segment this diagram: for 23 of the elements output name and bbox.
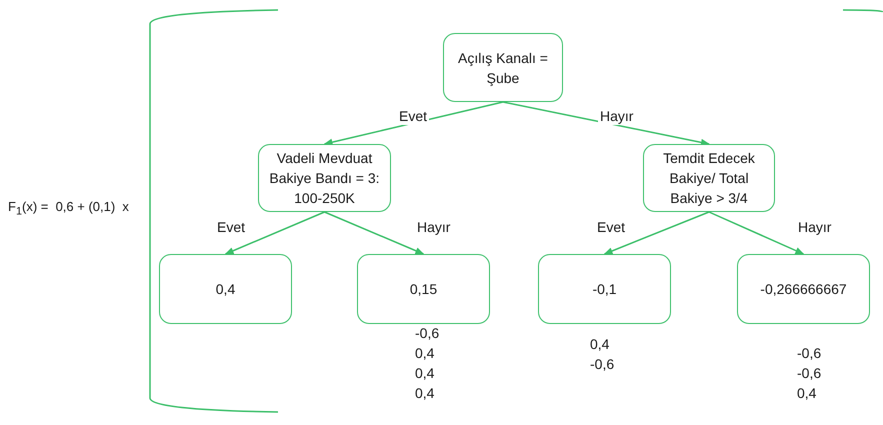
arrow [324,211,424,255]
formula-text: F$_{1}$(x) = 0,6 + (0,1) x [8,198,129,220]
arrow [708,211,804,255]
value-text: 0,4 [797,384,816,403]
decision-box: Açılış Kanalı = Şube [443,33,563,102]
value-text: 0,4 [415,364,434,383]
arrow [224,211,325,255]
leaf-box: 0,15 [357,254,490,324]
arrow [502,101,710,146]
decision-box: Vadeli Mevduat Bakiye Bandı = 3: 100-250K [258,144,391,212]
leaf-box: -0,1 [538,254,671,324]
value-text: 0,4 [415,344,434,363]
value-text: -0,6 [590,355,614,374]
value-text: 0,4 [590,335,610,354]
value-text: 0,4 [415,384,434,403]
arrow [324,101,504,146]
arrow [604,211,710,255]
value-text: -0,6 [797,364,822,383]
value-text: -0,6 [415,324,440,343]
decision-box: Temdit Edecek Bakiye/ Total Bakiye > 3/4 [643,144,775,212]
value-text: -0,6 [797,344,822,363]
leaf-box: 0,4 [159,254,292,324]
leaf-box: -0,266666667 [737,254,870,324]
